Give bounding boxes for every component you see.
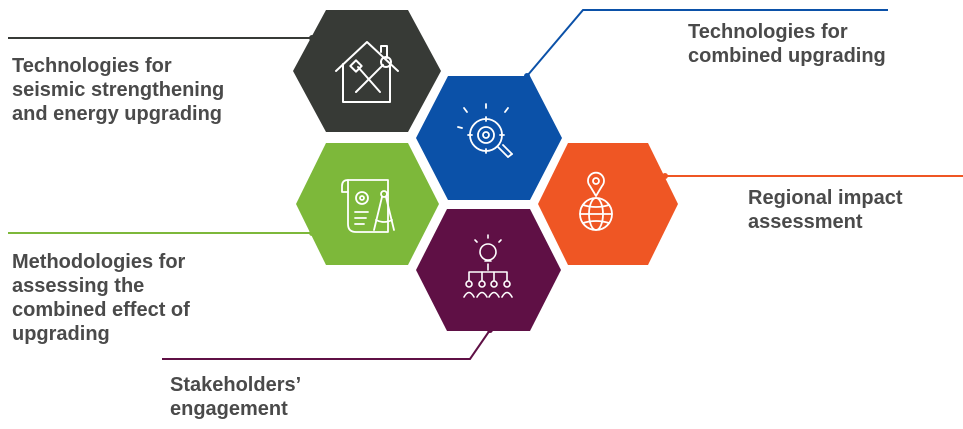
hexagon-seismic [293,10,441,132]
connector-stakeholders [162,329,491,360]
hexagon-combined [416,76,562,200]
label-methodologies: Methodologies for assessing the combined… [12,251,190,345]
hexagon-methodologies [296,143,439,265]
label-seismic-energy-technologies: Technologies for seismic strengthening a… [12,55,225,125]
label-stakeholders-engagement: Stakeholders’ engagement [170,374,302,420]
globe-location-pin-icon [579,171,613,231]
gear-lightbulb-icon [457,103,513,158]
label-regional-impact: Regional impact assessment [748,187,903,233]
house-tools-icon [335,41,399,103]
label-combined-upgrading-technologies: Technologies for combined upgrading [688,21,886,67]
blueprint-compass-icon [341,179,395,233]
connector-combined [526,9,888,77]
lightbulb-team-icon [463,234,513,298]
